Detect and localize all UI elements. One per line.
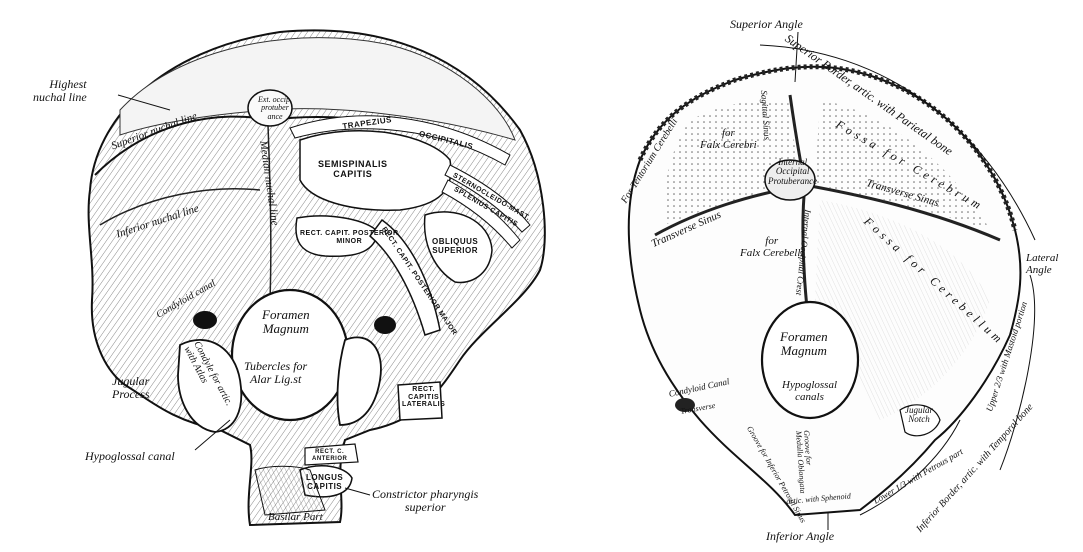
label-constrictor-pharyngis: Constrictor pharyngis superior — [372, 487, 479, 514]
label-groove-medulla: Groove for Medulla Oblongata — [793, 429, 814, 494]
label-semispinalis-capitis: SEMISPINALIS CAPITIS — [318, 159, 388, 179]
label-basilar-part: Basilar Part — [268, 511, 323, 523]
label-highest-nuchal-line: Highest nuchal line — [33, 77, 87, 104]
label-for-falx-cerebri: for Falx Cerebri — [700, 127, 757, 151]
label-inferior-angle: Inferior Angle — [766, 529, 835, 543]
label-obliquus-superior: OBLIQUUS SUPERIOR — [432, 237, 479, 255]
label-rect-capit-post-minor: RECT. CAPIT. POSTERIOR MINOR — [300, 230, 399, 245]
label-foramen-magnum-left: Foramen Magnum — [262, 307, 310, 336]
label-ext-occip-protuberance: Ext. occip. protuber ance — [258, 95, 292, 121]
label-jugular-notch: Jugular Notch — [905, 405, 933, 425]
right-foramen-magnum-shape — [760, 300, 860, 420]
label-hypoglossal-canal-left: Hypoglossal canal — [85, 449, 175, 463]
label-for-falx-cerebelli: for Falx Cerebelli — [740, 235, 804, 259]
left-occipital-external — [87, 29, 546, 527]
right-occipital-internal — [627, 31, 1036, 530]
label-foramen-magnum-right: Foramen Magnum — [780, 329, 828, 358]
label-tubercles-alar: Tubercles for Alar Lig.st — [244, 359, 308, 386]
label-rect-capitis-lateralis: RECT. CAPITIS LATERALIS — [402, 386, 446, 409]
label-jugular-process: Jugular Process — [112, 374, 150, 401]
label-hypoglossal-canals: Hypoglossal canals — [782, 379, 837, 403]
label-internal-occipital-protuberance: Internal Occipital Protuberance — [768, 157, 818, 186]
label-longus-capitis: LONGUS CAPITIS — [306, 473, 344, 491]
label-rect-cap-anterior: RECT. C. ANTERIOR — [312, 449, 348, 462]
label-superior-angle: Superior Angle — [730, 17, 803, 31]
label-lateral-angle: Lateral Angle — [1026, 252, 1059, 276]
